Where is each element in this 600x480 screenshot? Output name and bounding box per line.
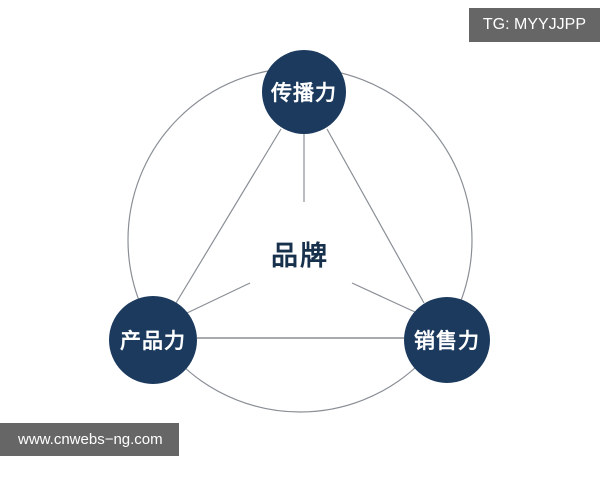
center-label: 品牌: [271, 241, 329, 271]
edge-communication-product: [175, 128, 282, 304]
tg-watermark-badge: TG: MYYJJPP: [468, 8, 600, 42]
edge-communication-sales: [326, 128, 425, 304]
node-sales-label: 销售力: [414, 329, 480, 353]
node-communication[interactable]: 传播力: [262, 50, 346, 134]
site-watermark-badge: www.cnwebs−ng.com: [0, 423, 179, 456]
node-communication-label: 传播力: [270, 82, 337, 105]
node-communication-circle[interactable]: [262, 50, 346, 134]
spoke-sales-center: [351, 282, 416, 313]
edge-group: [175, 128, 425, 339]
node-product-label: 产品力: [120, 329, 186, 353]
node-product-circle[interactable]: [109, 296, 197, 384]
node-sales-circle[interactable]: [404, 297, 490, 383]
spoke-group: [186, 134, 416, 314]
spoke-product-center: [186, 282, 251, 314]
node-sales[interactable]: 销售力: [404, 297, 490, 383]
node-product[interactable]: 产品力: [109, 296, 197, 384]
